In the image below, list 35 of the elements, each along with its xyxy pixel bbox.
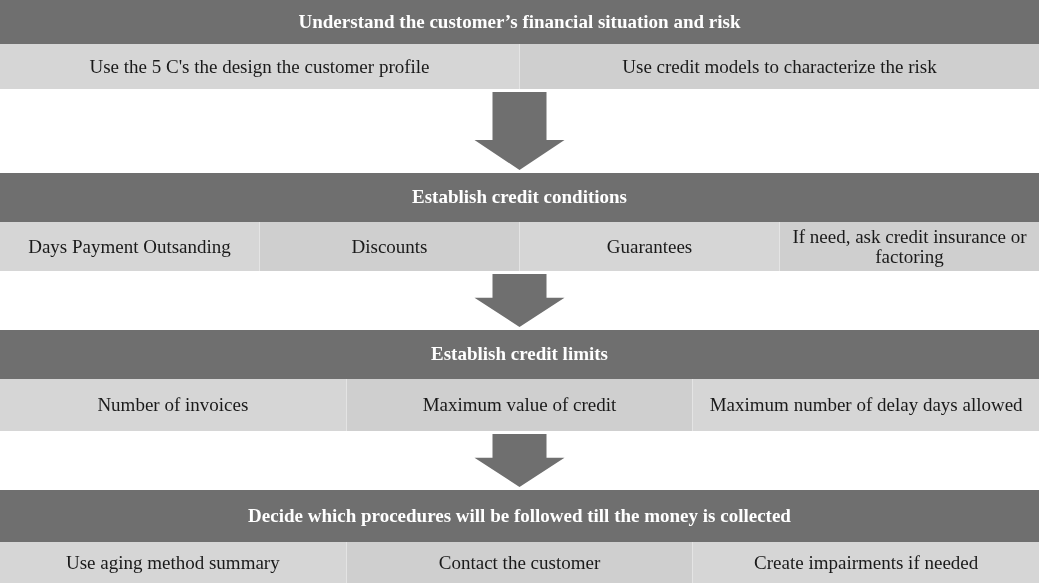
step-text: Contact the customer	[438, 552, 601, 573]
step-text: Number of invoices	[97, 395, 249, 415]
step-cell	[779, 222, 1039, 271]
step-text: Use the 5 C's the design the customer profile	[89, 56, 430, 77]
step-cell	[0, 542, 346, 583]
step-text: Days Payment Outsanding	[28, 236, 231, 257]
step-cell	[0, 379, 346, 431]
stage-heading: Decide which procedures will be followed till the money is collected	[248, 503, 791, 528]
stage-heading: Understand the customer’s financial situation and risk	[298, 9, 741, 34]
step-text: Maximum value of credit	[422, 395, 617, 415]
block-arrow	[474, 274, 565, 327]
block-arrow	[474, 92, 565, 170]
step-cell	[345, 379, 693, 431]
step-text: Use aging method summary	[65, 552, 280, 573]
stage-panel	[0, 0, 1039, 89]
step-cell	[0, 44, 519, 89]
step-cell	[345, 542, 693, 583]
step-cell	[692, 542, 1039, 583]
step-cell	[692, 379, 1039, 431]
stage-heading: Establish credit conditions	[412, 185, 627, 210]
step-text: Discounts	[351, 236, 428, 257]
stage-panel	[0, 330, 1039, 431]
step-cell	[519, 222, 779, 271]
step-text: Create impairments if needed	[754, 552, 979, 573]
step-cell	[519, 44, 1039, 89]
step-text: Maximum number of delay days allowed	[709, 395, 1023, 415]
stage-panel	[0, 490, 1039, 583]
step-text: If need, ask credit insurance or factoring	[791, 226, 1028, 267]
step-cell	[259, 222, 519, 271]
step-text: Use credit models to characterize the risk	[622, 56, 937, 77]
stage-panel	[0, 173, 1039, 271]
step-text: Guarantees	[606, 236, 693, 257]
block-arrow	[474, 434, 565, 487]
stage-heading: Establish credit limits	[431, 342, 608, 367]
step-cell	[0, 222, 259, 271]
